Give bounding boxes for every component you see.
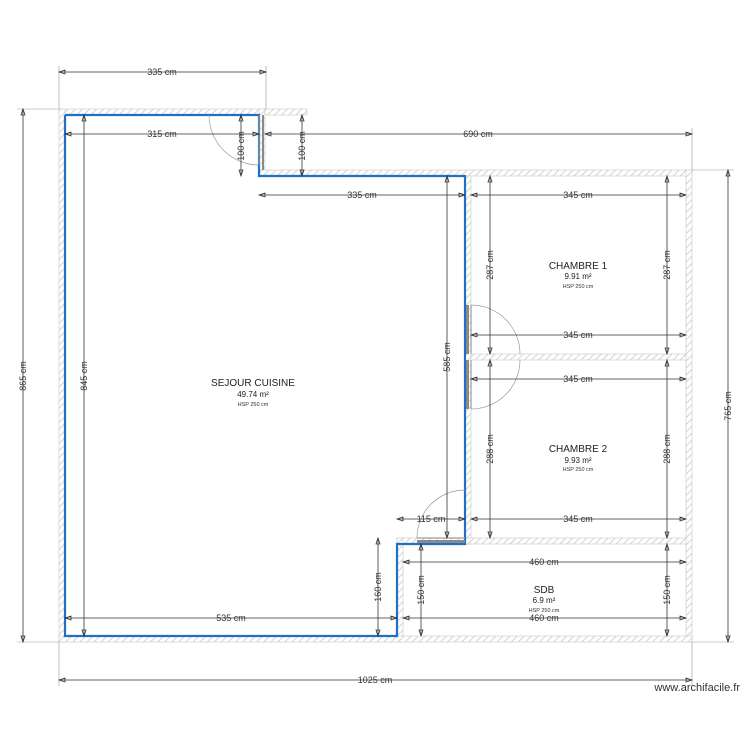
room-area: 6.9 m²: [533, 596, 556, 605]
room-name: CHAMBRE 1: [549, 261, 608, 272]
dim-ch2-345-top: 345 cm: [563, 374, 593, 384]
dim-1025: 1025 cm: [358, 675, 393, 685]
dim-ch2-288-right: 288 cm: [662, 434, 672, 464]
dim-160: 160 cm: [373, 572, 383, 602]
dim-sdb-460-top: 460 cm: [529, 557, 559, 567]
door-entrance[interactable]: [208, 114, 264, 170]
dim-115: 115 cm: [417, 514, 446, 524]
room-name: CHAMBRE 2: [549, 444, 608, 455]
dim-sdb-150-right: 150 cm: [662, 575, 672, 605]
dimension-lines: [17, 66, 734, 686]
door-sdb[interactable]: [416, 489, 466, 543]
dim-ch1-345-bottom: 345 cm: [563, 330, 593, 340]
room-label-chambre-1[interactable]: CHAMBRE 1 9.91 m² HSP 250 cm: [549, 261, 608, 290]
dim-765: 765 cm: [723, 391, 733, 421]
dim-ch1-287-left: 287 cm: [485, 250, 495, 280]
dim-ch2-288-left: 288 cm: [485, 434, 495, 464]
room-label-chambre-2[interactable]: CHAMBRE 2 9.93 m² HSP 250 cm: [549, 444, 608, 473]
dim-315: 315 cm: [147, 129, 177, 139]
dim-535: 535 cm: [216, 613, 246, 623]
room-hsp: HSP 250 cm: [563, 467, 594, 473]
dim-100-b: 100 cm: [297, 131, 307, 161]
dim-ch2-345-bottom: 345 cm: [563, 514, 593, 524]
dim-sdb-460-bottom: 460 cm: [529, 613, 559, 623]
dim-ch1-287-right: 287 cm: [662, 250, 672, 280]
room-label-sejour[interactable]: SEJOUR CUISINE 49.74 m² HSP 250 cm: [211, 378, 295, 408]
dimension-labels: 335 cm 690 cm 315 cm 100 cm 100 cm 335 c…: [18, 67, 733, 685]
room-name: SDB: [534, 585, 555, 596]
archifacile-credit: www.archifacile.fr: [653, 682, 740, 694]
room-hsp: HSP 250 cm: [563, 284, 594, 290]
dim-sdb-150-left: 150 cm: [416, 575, 426, 605]
room-hsp: HSP 250 cm: [529, 608, 560, 614]
room-area: 9.91 m²: [564, 272, 591, 281]
room-hsp: HSP 250 cm: [238, 402, 269, 408]
room-label-sdb[interactable]: SDB 6.9 m² HSP 250 cm: [529, 585, 560, 614]
dim-865: 865 cm: [18, 361, 28, 391]
dim-ch1-345-top: 345 cm: [563, 190, 593, 200]
dim-100-a: 100 cm: [236, 131, 246, 161]
room-area: 49.74 m²: [237, 390, 269, 399]
dim-585: 585 cm: [442, 342, 452, 372]
dim-845: 845 cm: [79, 361, 89, 391]
door-chambre-1[interactable]: [466, 304, 521, 355]
dim-335-inner: 335 cm: [347, 190, 377, 200]
dim-335-top: 335 cm: [147, 67, 177, 77]
room-name: SEJOUR CUISINE: [211, 378, 295, 389]
dim-690: 690 cm: [463, 129, 493, 139]
door-chambre-2[interactable]: [466, 359, 521, 410]
room-area: 9.93 m²: [564, 456, 591, 465]
